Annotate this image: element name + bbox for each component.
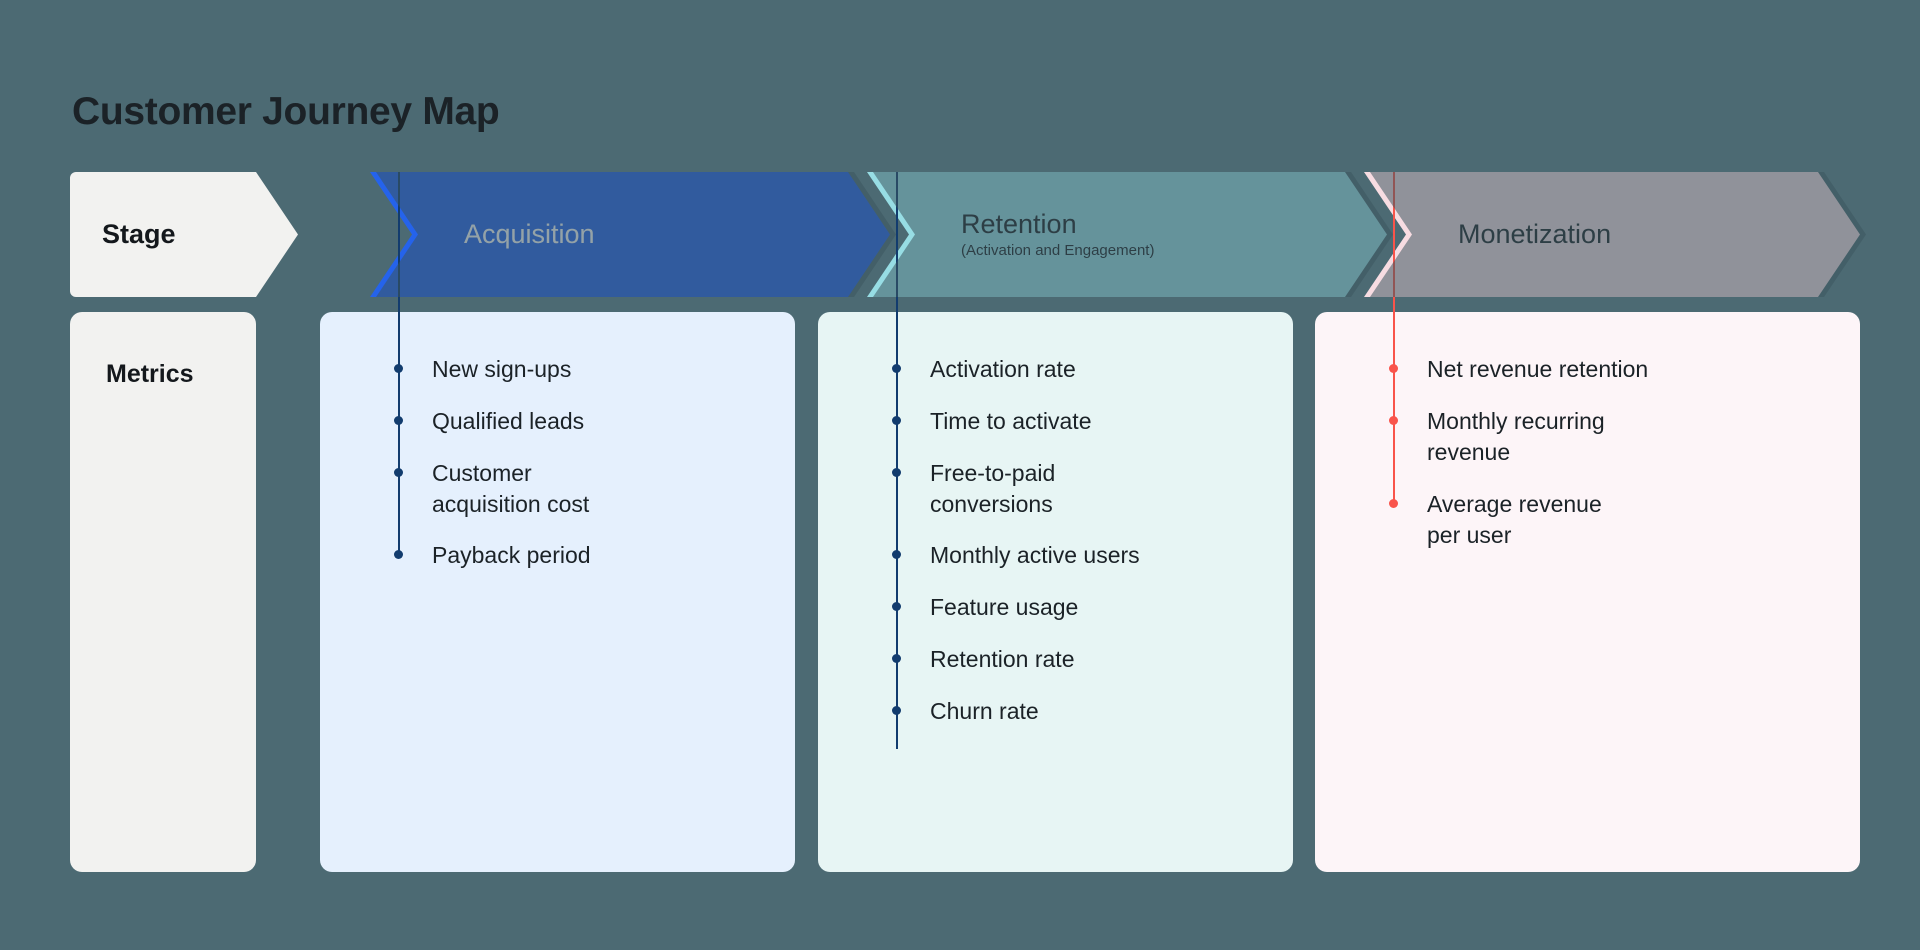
metric-label: Churn rate [930, 698, 1039, 724]
metric-label: Free-to-paid conversions [930, 460, 1056, 517]
metric-item[interactable]: Churn rate [892, 696, 1039, 727]
metric-label: Time to activate [930, 408, 1092, 434]
metric-bullet-dot [892, 468, 901, 477]
metric-item[interactable]: Average revenue per user [1389, 489, 1602, 551]
chevron-shadow-monetization [1370, 172, 1866, 297]
metric-label: Monthly active users [930, 542, 1140, 568]
metric-bullet-dot [394, 550, 403, 559]
metric-item[interactable]: Monthly active users [892, 540, 1140, 571]
metric-list-acquisition: New sign-ups Qualified leads Customer ac… [320, 172, 795, 872]
metric-item[interactable]: Retention rate [892, 644, 1074, 675]
metric-bullet-dot [1389, 416, 1398, 425]
journey-map-board: Stage Acquisition Retention (Activation … [70, 172, 1860, 872]
metric-item[interactable]: Payback period [394, 540, 591, 571]
metric-bullet-dot [394, 468, 403, 477]
metric-item[interactable]: Free-to-paid conversions [892, 458, 1055, 520]
chevron-shadow-retention [873, 172, 1393, 297]
metrics-row-label: Metrics [106, 360, 194, 388]
page-title: Customer Journey Map [72, 90, 500, 133]
stage-row: Stage Acquisition Retention (Activation … [70, 172, 1860, 297]
metric-bullet-dot [892, 602, 901, 611]
metric-bullet-dot [1389, 499, 1398, 508]
metric-item[interactable]: Feature usage [892, 592, 1078, 623]
metric-bullet-dot [892, 416, 901, 425]
metrics-card-retention: Activation rate Time to activate Free-to… [818, 172, 1293, 872]
metric-label: Retention rate [930, 646, 1075, 672]
connector-line-monetization [1393, 172, 1395, 507]
metric-bullet-dot [1389, 364, 1398, 373]
metric-list-monetization: Net revenue retention Monthly recurring … [1315, 172, 1860, 872]
metric-label: Average revenue per user [1427, 491, 1602, 548]
metric-bullet-dot [394, 416, 403, 425]
metric-item[interactable]: Time to activate [892, 406, 1091, 437]
metric-item[interactable]: New sign-ups [394, 354, 571, 385]
metric-label: New sign-ups [432, 356, 572, 382]
metric-label: Feature usage [930, 594, 1079, 620]
chevron-shadow-acquisition [376, 172, 896, 297]
metric-label: Activation rate [930, 356, 1076, 382]
metric-bullet-dot [892, 550, 901, 559]
metric-label: Net revenue retention [1427, 356, 1649, 382]
metrics-card-monetization: Net revenue retention Monthly recurring … [1315, 172, 1860, 872]
metric-label: Payback period [432, 542, 591, 568]
metric-list-retention: Activation rate Time to activate Free-to… [818, 172, 1293, 872]
metric-bullet-dot [892, 364, 901, 373]
metric-bullet-dot [892, 706, 901, 715]
connector-line-retention [896, 172, 898, 749]
metrics-card-acquisition: New sign-ups Qualified leads Customer ac… [320, 172, 795, 872]
metric-bullet-dot [394, 364, 403, 373]
metric-label: Customer acquisition cost [432, 460, 590, 517]
metric-item[interactable]: Net revenue retention [1389, 354, 1648, 385]
stage-row-label: Stage [102, 218, 176, 249]
metric-item[interactable]: Customer acquisition cost [394, 458, 589, 520]
metrics-row: Metrics New sign-ups Qualified leads Cus… [70, 172, 1860, 872]
stage-row-label-chip: Stage [70, 172, 298, 297]
metric-label: Monthly recurring revenue [1427, 408, 1605, 465]
metric-bullet-dot [892, 654, 901, 663]
metric-label: Qualified leads [432, 408, 585, 434]
metric-item[interactable]: Monthly recurring revenue [1389, 406, 1605, 468]
metric-item[interactable]: Activation rate [892, 354, 1076, 385]
metrics-row-label-card: Metrics [70, 312, 256, 872]
metric-item[interactable]: Qualified leads [394, 406, 584, 437]
